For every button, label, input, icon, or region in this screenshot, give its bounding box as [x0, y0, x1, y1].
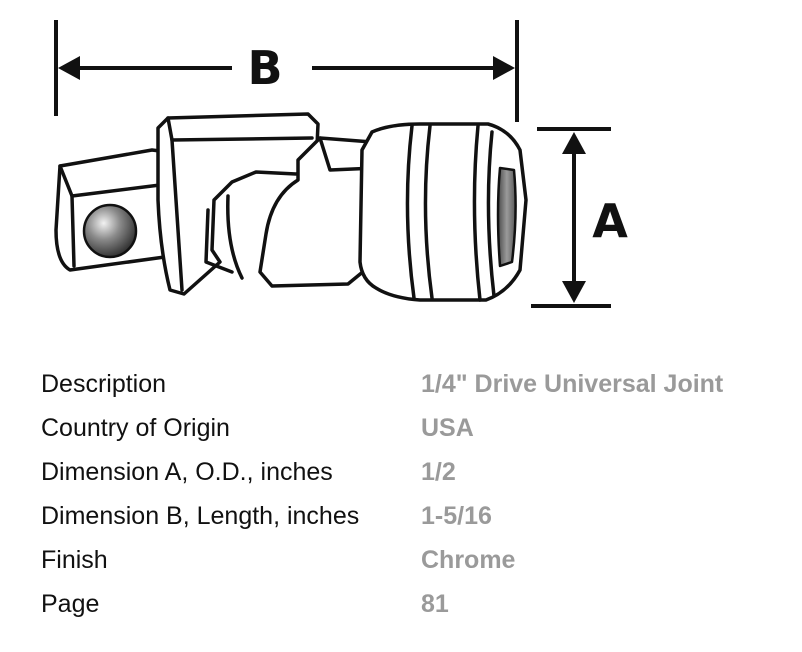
spec-label: Dimension B, Length, inches [41, 501, 360, 530]
arrow-down-head [562, 281, 586, 303]
spec-value: 1/4" Drive Universal Joint [421, 369, 724, 398]
spec-value: USA [421, 413, 474, 442]
spec-label: Dimension A, O.D., inches [41, 457, 333, 486]
specification-table: Description 1/4" Drive Universal Joint C… [41, 362, 781, 626]
arrow-up-head [562, 132, 586, 154]
spec-value: 1/2 [421, 457, 456, 486]
product-diagram: B A [54, 20, 628, 308]
spec-row-country-of-origin: Country of Origin USA [41, 406, 781, 450]
arrow-left-head [58, 56, 80, 80]
spec-row-dimension-a: Dimension A, O.D., inches 1/2 [41, 450, 781, 494]
spec-label: Finish [41, 545, 108, 574]
spec-value: 81 [421, 589, 449, 618]
arrow-right-head [493, 56, 515, 80]
universal-joint-body [54, 112, 528, 302]
spec-row-dimension-b: Dimension B, Length, inches 1-5/16 [41, 494, 781, 538]
spec-label: Page [41, 589, 100, 618]
spec-row-finish: Finish Chrome [41, 538, 781, 582]
universal-joint-drawing: B A [54, 20, 628, 308]
spec-row-description: Description 1/4" Drive Universal Joint [41, 362, 781, 406]
dimension-a-label: A [592, 194, 628, 248]
spec-label: Description [41, 369, 167, 398]
spec-value: 1-5/16 [421, 501, 492, 530]
ball-detent [82, 203, 138, 259]
spec-label: Country of Origin [41, 413, 230, 442]
spec-value: Chrome [421, 545, 516, 574]
dimension-b [54, 20, 519, 122]
dimension-a [531, 127, 611, 308]
socket-opening [496, 166, 517, 268]
spec-row-page: Page 81 [41, 582, 781, 626]
dimension-b-label: B [247, 41, 282, 95]
